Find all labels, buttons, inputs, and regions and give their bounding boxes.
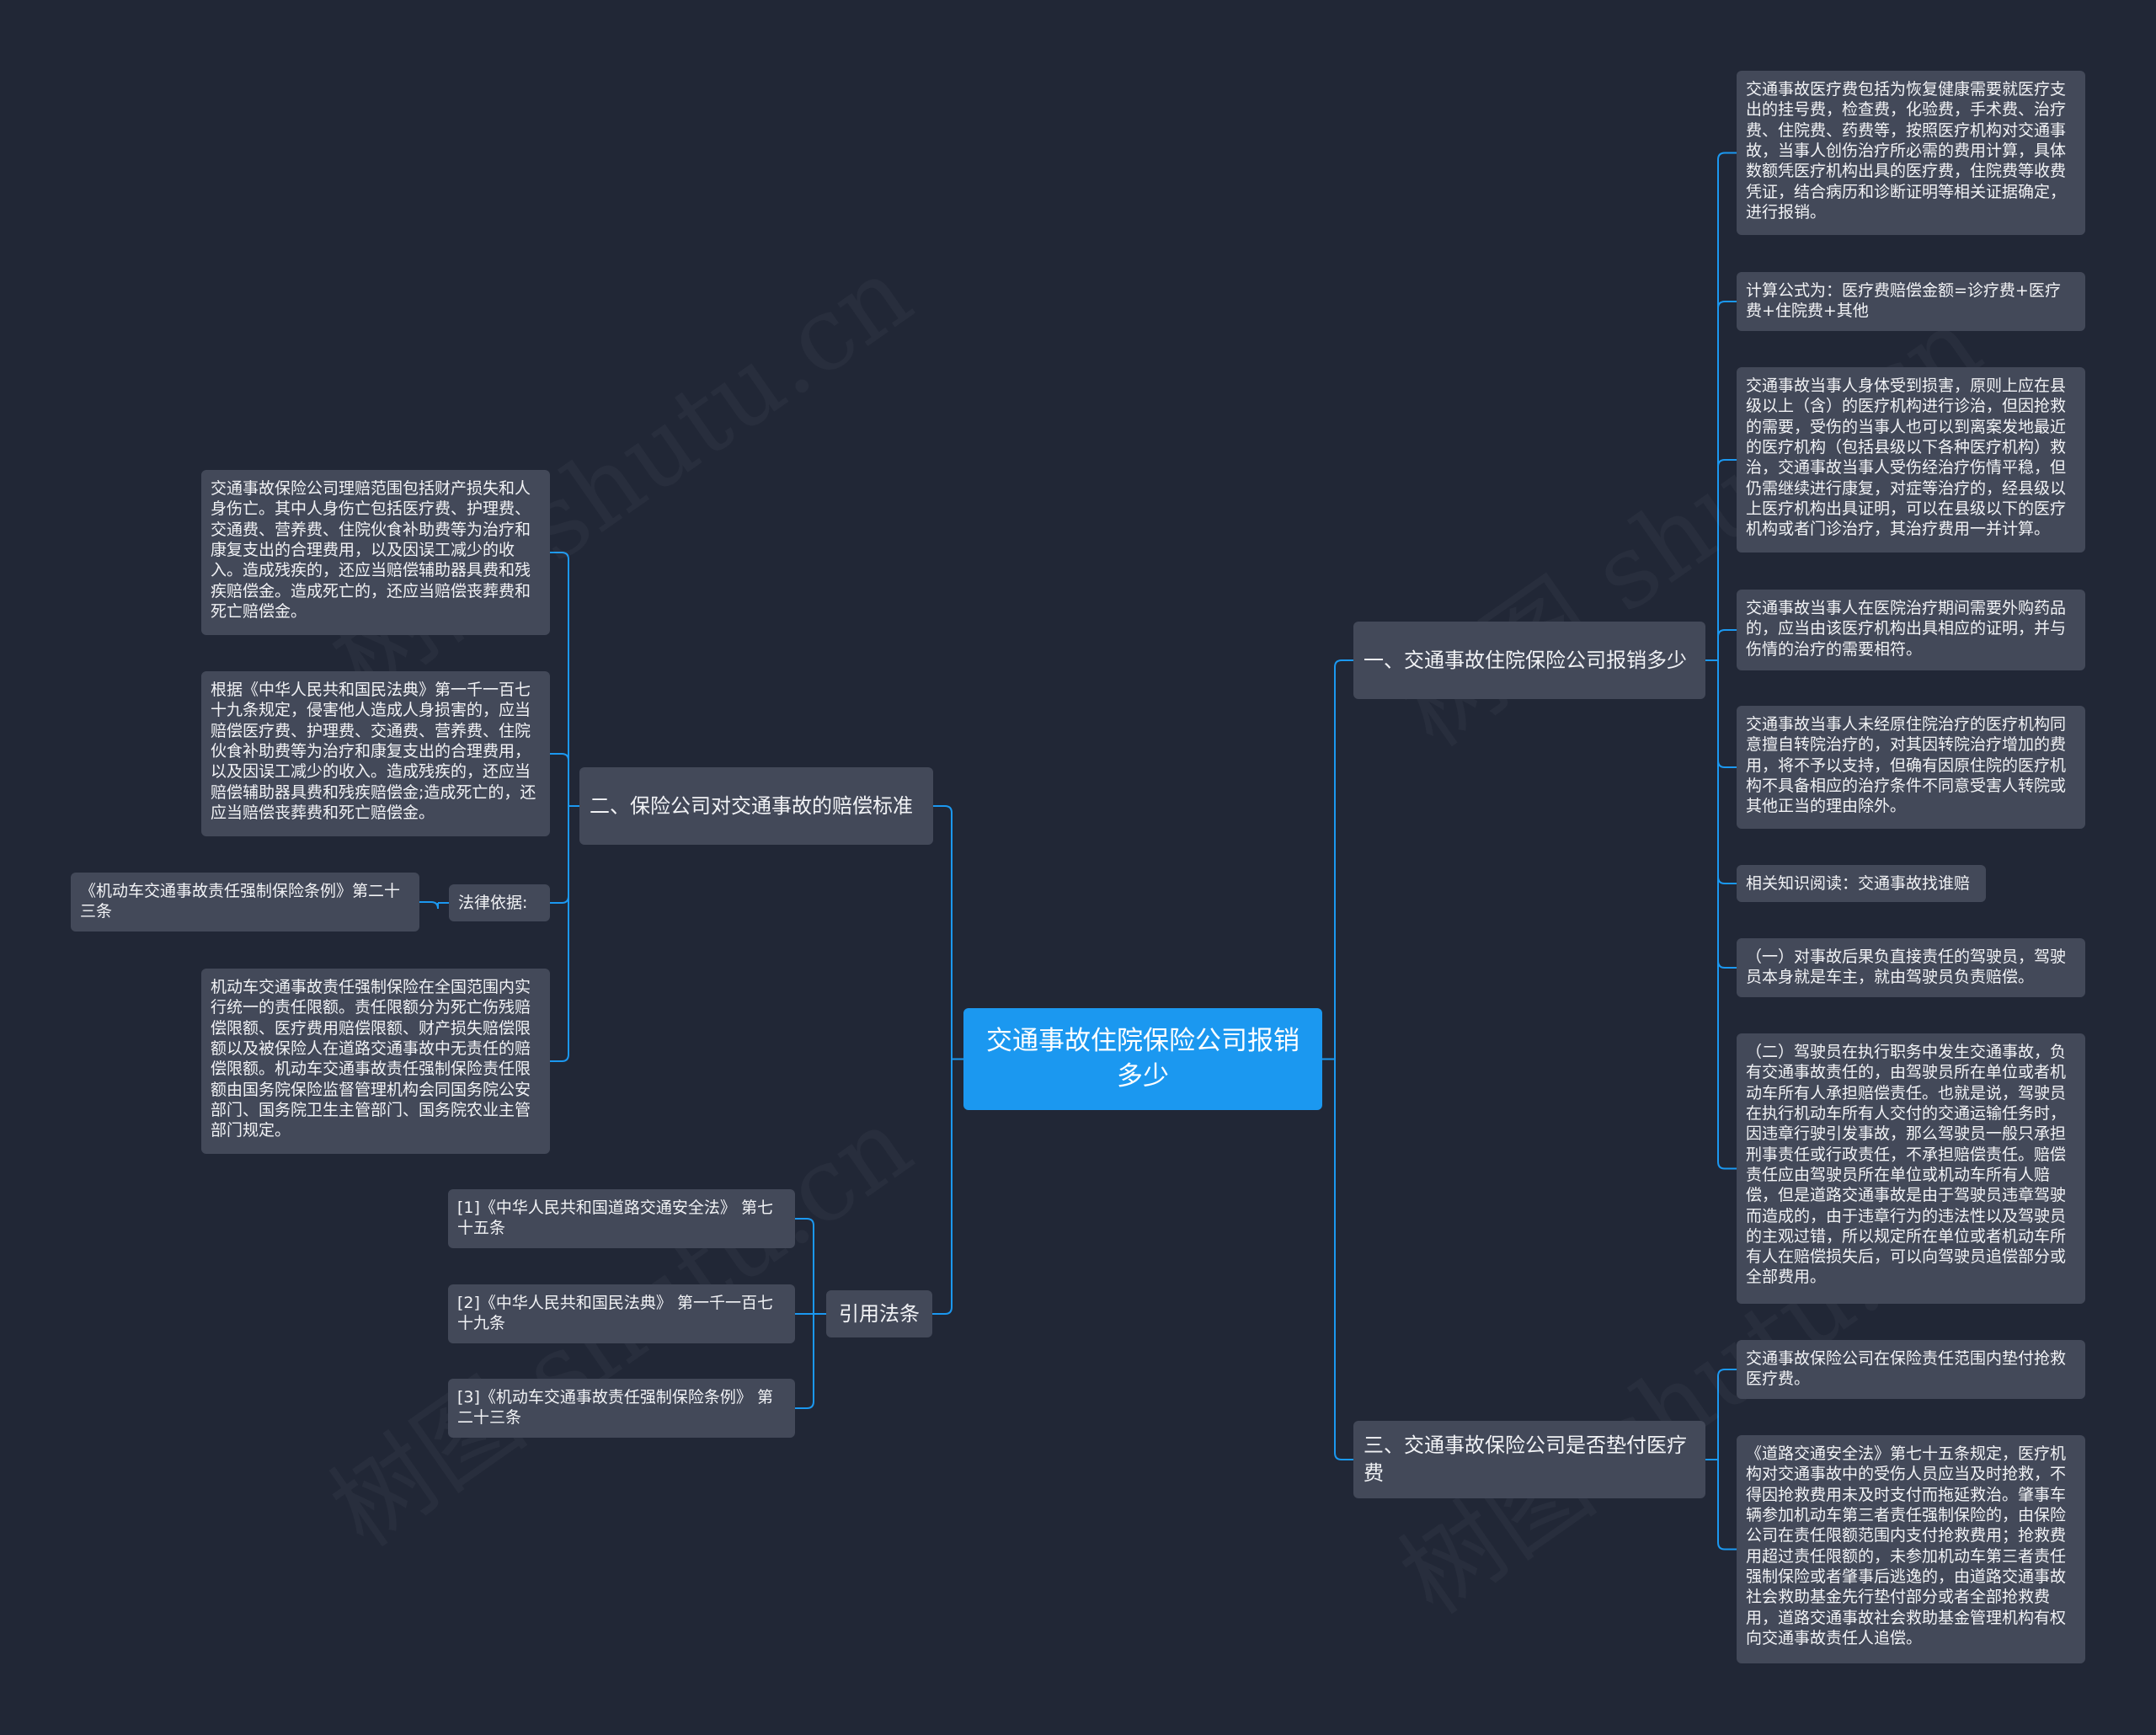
watermark: 树图 shutu.cn [297, 216, 935, 723]
branch-2-title[interactable]: 二、保险公司对交通事故的赔偿标准 [579, 767, 933, 845]
branch-2-item[interactable]: 根据《中华人民共和国民法典》第一千一百七十九条规定，侵害他人造成人身损害的，应当… [201, 671, 550, 836]
branch-1-item[interactable]: 交通事故当事人在医院治疗期间需要外购药品的，应当由该医疗机构出具相应的证明，并与… [1737, 590, 2085, 670]
branch-1-link [1717, 660, 1737, 969]
branch-1-link [1717, 629, 1737, 660]
branch-2-link [550, 806, 569, 1062]
branch-2-link [550, 552, 569, 806]
branch-1-item[interactable]: 交通事故当事人身体受到损害，原则上应在县级以上（含）的医疗机构进行诊治，但因抢救… [1737, 367, 2085, 553]
branch-1-link [1717, 660, 1737, 884]
branch-1-item[interactable]: （一）对事故后果负直接责任的驾驶员，驾驶员本身就是车主，就由驾驶员负责赔偿。 [1737, 938, 2085, 997]
branch-2-item[interactable]: 交通事故保险公司理赔范围包括财产损失和人身伤亡。其中人身伤亡包括医疗费、护理费、… [201, 470, 550, 635]
branch-1-item[interactable]: 计算公式为：医疗费赔偿金额=诊疗费+医疗费+住院费+其他 [1737, 272, 2085, 331]
branch-1-link [1717, 660, 1737, 1170]
legal-basis-link [419, 901, 439, 910]
branch-1-link [1717, 459, 1737, 660]
branch-1-link [1717, 301, 1737, 660]
branch-3-link [1717, 1369, 1737, 1460]
branch-1-link [1717, 152, 1737, 660]
branch-4-link [795, 1314, 814, 1409]
branch-2-link [550, 806, 569, 904]
branch-4-title[interactable]: 引用法条 [826, 1290, 932, 1337]
branch-1-title[interactable]: 一、交通事故住院保险公司报销多少 [1353, 622, 1705, 699]
citation-item[interactable]: [3]《机动车交通事故责任强制保险条例》 第二十三条 [448, 1379, 795, 1438]
citation-item[interactable]: [2]《中华人民共和国民法典》 第一千一百七十九条 [448, 1284, 795, 1343]
branch-1-item[interactable]: （二）驾驶员在执行职务中发生交通事故，负有交通事故责任的，由驾驶员所在单位或者机… [1737, 1033, 2085, 1304]
root-left-link [933, 805, 953, 1060]
branch-3-item[interactable]: 《道路交通安全法》第七十五条规定，医疗机构对交通事故中的受伤人员应当及时抢救，不… [1737, 1435, 2085, 1663]
branch-3-item[interactable]: 交通事故保险公司在保险责任范围内垫付抢救医疗费。 [1737, 1340, 2085, 1399]
branch-3-link [1717, 1460, 1737, 1551]
legal-basis-item[interactable]: 《机动车交通事故责任强制保险条例》第二十三条 [71, 873, 419, 932]
branch-1-link [1717, 660, 1737, 768]
root-right-link [1334, 659, 1353, 1060]
branch-3-title[interactable]: 三、交通事故保险公司是否垫付医疗费 [1353, 1421, 1705, 1498]
branch-4-link [795, 1218, 814, 1314]
branch-2-item[interactable]: 机动车交通事故责任强制保险在全国范围内实行统一的责任限额。责任限额分为死亡伤残赔… [201, 969, 550, 1154]
legal-basis-label[interactable]: 法律依据: [449, 884, 550, 921]
root-right-link [1334, 1059, 1353, 1460]
branch-1-item[interactable]: 相关知识阅读：交通事故找谁赔 [1737, 865, 1986, 902]
branch-1-item[interactable]: 交通事故当事人未经原住院治疗的医疗机构同意擅自转院治疗的，对其因转院治疗增加的费… [1737, 706, 2085, 829]
branch-1-item[interactable]: 交通事故医疗费包括为恢复健康需要就医疗支出的挂号费，检查费，化验费，手术费、治疗… [1737, 71, 2085, 235]
branch-2-link [550, 753, 569, 806]
root-left-link [932, 1059, 953, 1315]
citation-item[interactable]: [1]《中华人民共和国道路交通安全法》 第七十五条 [448, 1189, 795, 1248]
root-topic[interactable]: 交通事故住院保险公司报销多少 [963, 1008, 1322, 1110]
